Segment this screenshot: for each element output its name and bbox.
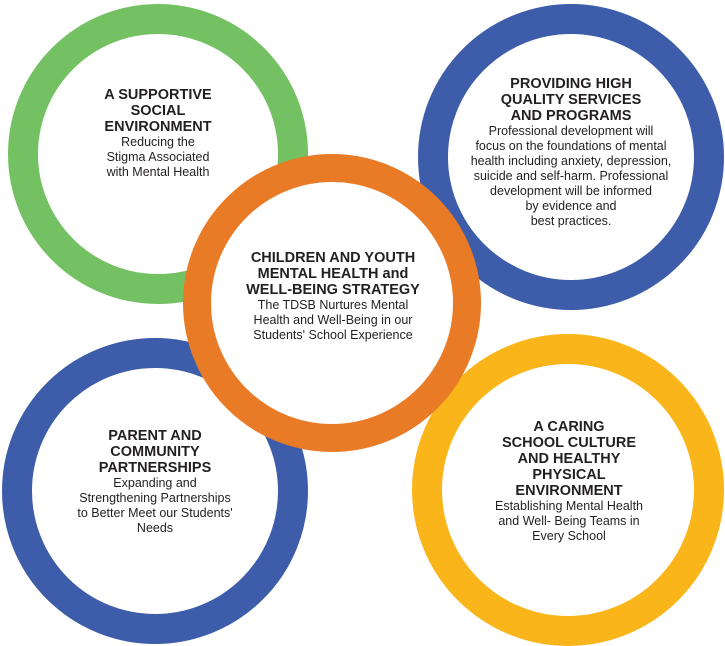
heading-line: PARTNERSHIPS: [98, 460, 212, 476]
heading-line: ENVIRONMENT: [104, 119, 212, 135]
heading-line: A CARING: [533, 419, 605, 435]
community-partnerships-heading: PARENT AND COMMUNITY PARTNERSHIPS: [55, 428, 255, 476]
body-line: to Better Meet our Students': [77, 506, 233, 520]
body-line: best practices.: [530, 214, 612, 228]
quality-services-heading: PROVIDING HIGH QUALITY SERVICES AND PROG…: [448, 76, 694, 124]
body-line: suicide and self-harm. Professional: [473, 169, 669, 183]
heading-line: SOCIAL: [130, 103, 186, 119]
heading-line: AND PROGRAMS: [510, 108, 632, 124]
heading-line: A SUPPORTIVE: [104, 87, 212, 103]
body-line: Students' School Experience: [253, 328, 413, 342]
body-line: development will be informed: [490, 184, 652, 198]
community-partnerships-text: PARENT AND COMMUNITY PARTNERSHIPS Expand…: [55, 428, 255, 536]
heading-line: CHILDREN AND YOUTH: [250, 250, 416, 266]
body-line: health including anxiety, depression,: [470, 154, 672, 168]
heading-line: PROVIDING HIGH: [510, 76, 632, 92]
heading-line: MENTAL HEALTH and: [257, 266, 409, 282]
heading-line: ENVIRONMENT: [515, 483, 623, 499]
heading-line: PHYSICAL: [532, 467, 606, 483]
body-line: Reducing the: [121, 135, 195, 149]
body-line: Needs: [136, 521, 174, 535]
body-line: Professional development will: [488, 124, 654, 138]
body-line: The TDSB Nurtures Mental: [257, 298, 409, 312]
strategy-center-heading: CHILDREN AND YOUTH MENTAL HEALTH and WEL…: [238, 250, 428, 298]
body-line: Health and Well-Being in our: [253, 313, 413, 327]
heading-line: SCHOOL CULTURE: [502, 435, 636, 451]
heading-line: QUALITY SERVICES: [500, 92, 642, 108]
body-line: focus on the foundations of mental: [475, 139, 667, 153]
body-line: by evidence and: [525, 199, 617, 213]
heading-line: PARENT AND: [108, 428, 202, 444]
strategy-center-body: The TDSB Nurtures Mental Health and Well…: [238, 298, 428, 343]
community-partnerships-body: Expanding and Strengthening Partnerships…: [55, 476, 255, 536]
caring-culture-body: Establishing Mental Health and Well- Bei…: [466, 499, 672, 544]
body-line: and Well- Being Teams in: [498, 514, 640, 528]
body-line: Strengthening Partnerships: [79, 491, 231, 505]
heading-line: WELL-BEING STRATEGY: [246, 282, 420, 298]
quality-services-text: PROVIDING HIGH QUALITY SERVICES AND PROG…: [448, 76, 694, 229]
body-line: with Mental Health: [106, 165, 210, 179]
supportive-environment-heading: A SUPPORTIVE SOCIAL ENVIRONMENT: [70, 87, 246, 135]
heading-line: AND HEALTHY: [517, 451, 621, 467]
strategy-center-text: CHILDREN AND YOUTH MENTAL HEALTH and WEL…: [238, 250, 428, 343]
caring-culture-heading: A CARING SCHOOL CULTURE AND HEALTHY PHYS…: [466, 419, 672, 499]
body-line: Stigma Associated: [106, 150, 210, 164]
heading-line: COMMUNITY: [110, 444, 200, 460]
supportive-environment-body: Reducing the Stigma Associated with Ment…: [70, 135, 246, 180]
quality-services-body: Professional development will focus on t…: [448, 124, 694, 229]
caring-culture-text: A CARING SCHOOL CULTURE AND HEALTHY PHYS…: [466, 419, 672, 544]
supportive-environment-text: A SUPPORTIVE SOCIAL ENVIRONMENT Reducing…: [70, 87, 246, 180]
body-line: Every School: [532, 529, 606, 543]
body-line: Expanding and: [113, 476, 197, 490]
body-line: Establishing Mental Health: [495, 499, 643, 513]
